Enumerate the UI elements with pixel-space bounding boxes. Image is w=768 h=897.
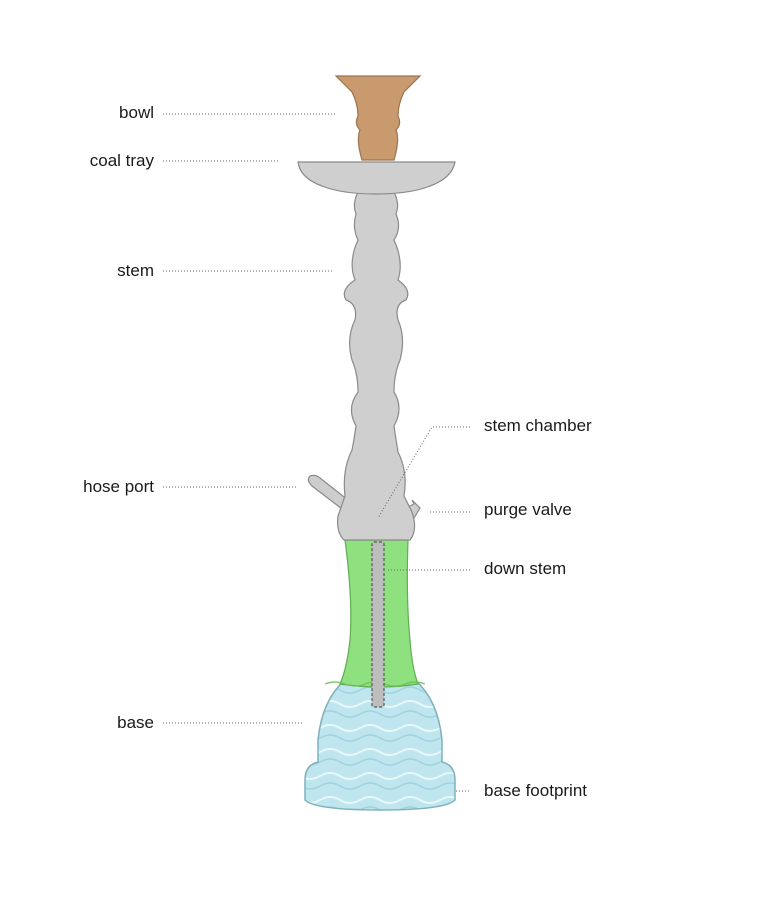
label-stem: stem xyxy=(117,261,154,280)
label-stem-chamber: stem chamber xyxy=(484,416,592,435)
down-stem xyxy=(371,541,385,708)
label-hose-port: hose port xyxy=(83,477,154,496)
label-coal-tray: coal tray xyxy=(89,151,154,170)
stem-body xyxy=(337,191,416,541)
label-base-footprint: base footprint xyxy=(484,781,588,800)
hose-port xyxy=(307,474,349,514)
label-bowl: bowl xyxy=(119,103,154,122)
base-vessel xyxy=(304,679,456,811)
coal-tray xyxy=(297,161,456,195)
label-purge-valve: purge valve xyxy=(484,500,572,519)
label-base: base xyxy=(117,713,154,732)
label-down-stem: down stem xyxy=(484,559,567,578)
bowl-shape xyxy=(334,75,422,161)
leader-stem-chamber xyxy=(377,426,470,519)
